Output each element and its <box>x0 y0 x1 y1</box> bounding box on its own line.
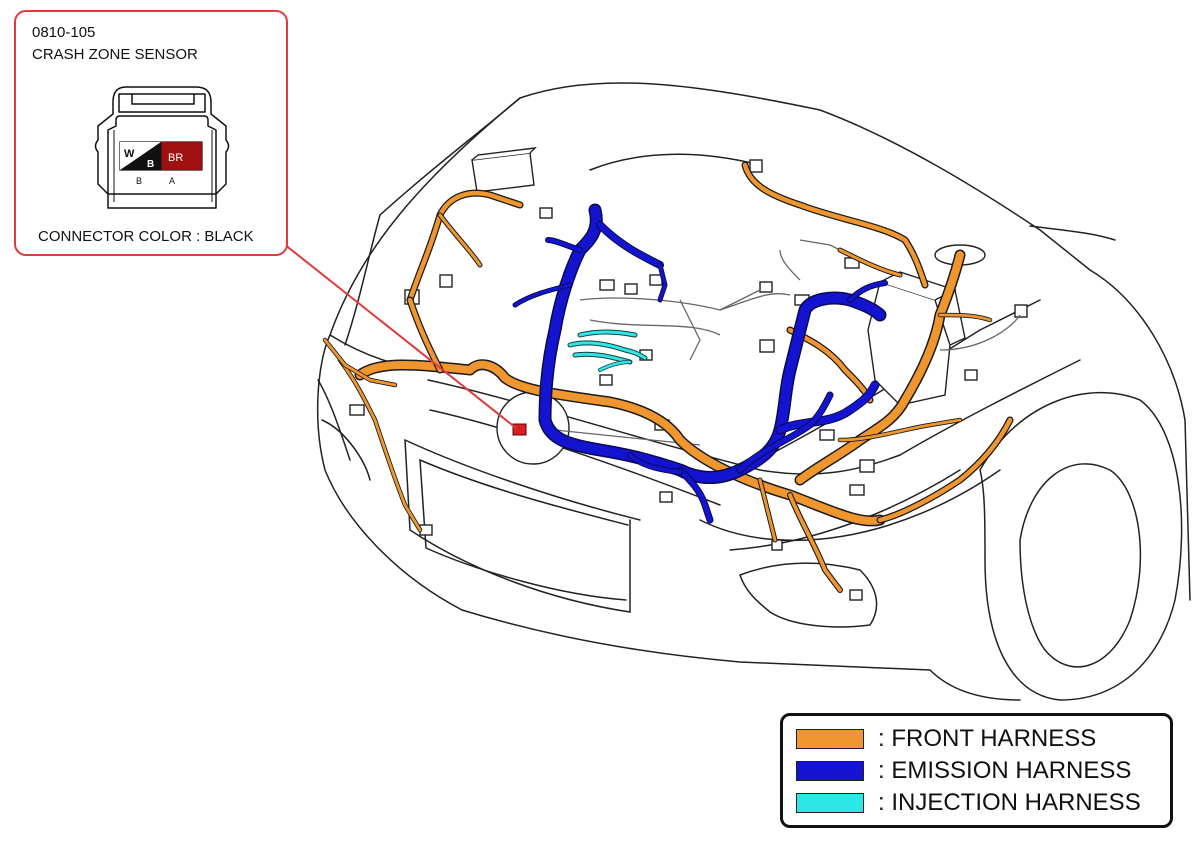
legend-item-front: : FRONT HARNESS <box>796 725 1096 753</box>
injection-harness-swatch <box>796 793 864 813</box>
pin-b-number: B <box>136 176 142 186</box>
pin-a-wire-color <box>161 142 202 170</box>
connector-code: 0810-105 <box>32 24 96 41</box>
crash-zone-sensor-marker[interactable] <box>512 423 527 436</box>
engine-components <box>349 147 1028 601</box>
legend-item-emission: : EMISSION HARNESS <box>796 757 1131 785</box>
connector-face-drawing: W B BR B A <box>94 86 230 209</box>
harness-legend: : FRONT HARNESS : EMISSION HARNESS : INJ… <box>780 713 1173 828</box>
legend-item-injection: : INJECTION HARNESS <box>796 789 1141 817</box>
emission-harness-swatch <box>796 761 864 781</box>
connector-name: CRASH ZONE SENSOR <box>32 46 198 63</box>
pin-a-number: A <box>169 176 175 186</box>
legend-label: : FRONT HARNESS <box>878 725 1097 752</box>
injection-harness <box>567 329 648 372</box>
emission-harness <box>512 203 888 524</box>
front-harness-swatch <box>796 729 864 749</box>
legend-label: : EMISSION HARNESS <box>878 757 1132 784</box>
car-body-outline <box>316 82 1191 701</box>
crash-zone-sensor-callout: 0810-105 CRASH ZONE SENSOR W B BR B A CO… <box>14 10 288 256</box>
pin-b-wire-sublabel: B <box>147 159 154 170</box>
callout-leader-line <box>283 243 517 429</box>
pin-a-wire-label: BR <box>168 152 183 164</box>
sensor-zoom-circle <box>496 391 570 465</box>
front-harness <box>322 161 1014 593</box>
legend-label: : INJECTION HARNESS <box>878 789 1141 816</box>
connector-color-label: CONNECTOR COLOR : BLACK <box>38 228 254 245</box>
pin-b-wire-label: W <box>124 148 135 160</box>
